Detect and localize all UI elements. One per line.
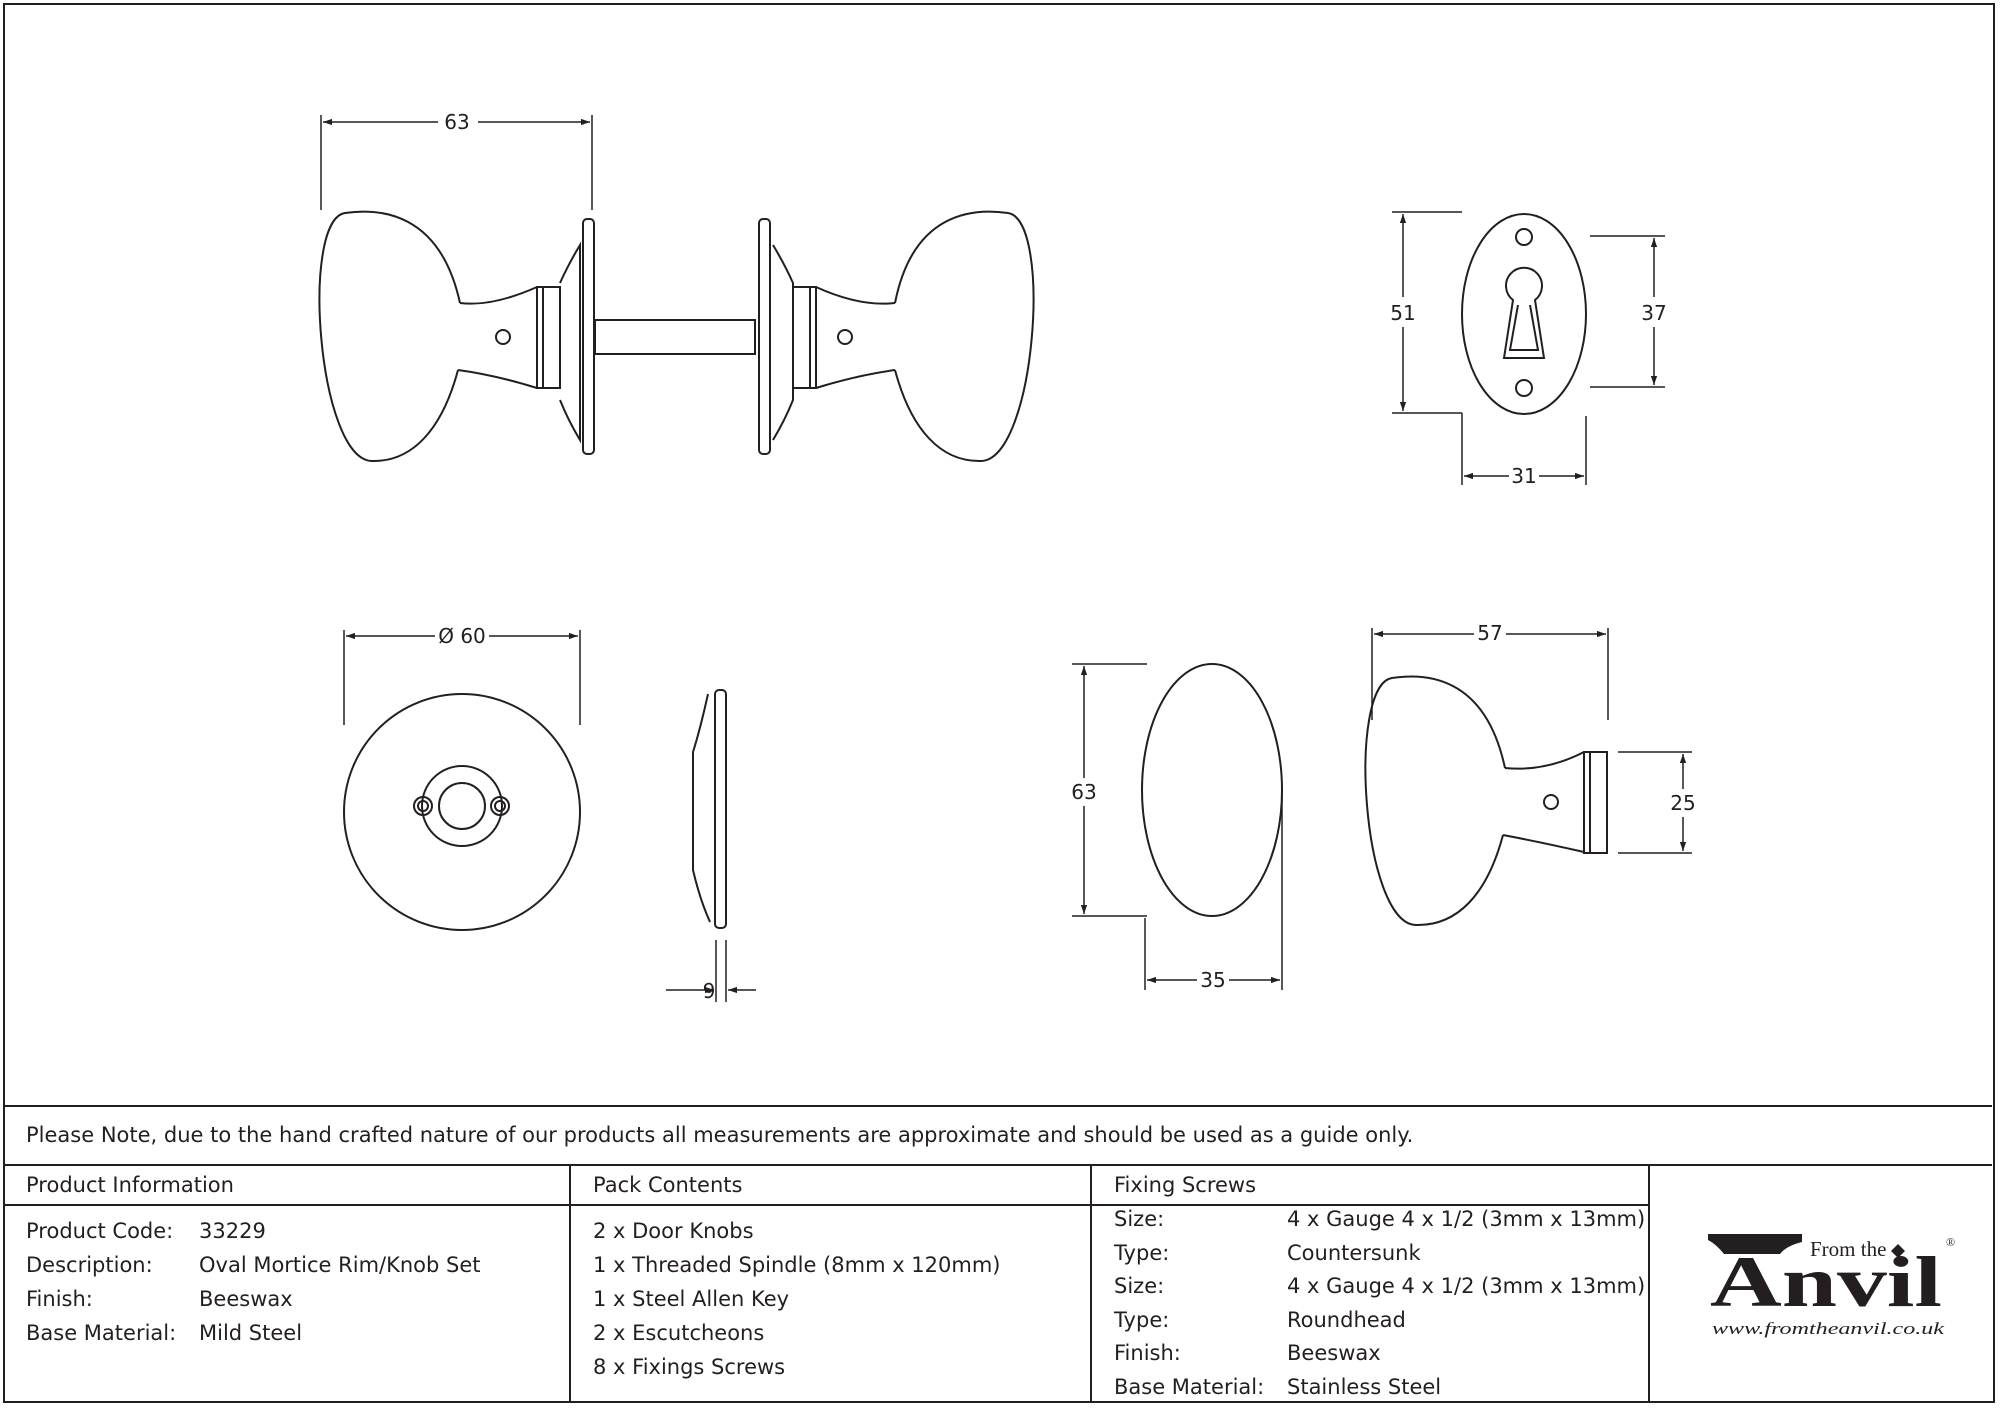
dim-escutcheon-width: 31	[1511, 464, 1536, 488]
info-value: 33229	[199, 1219, 266, 1243]
left-knob-head	[318, 210, 461, 463]
rose-boss	[421, 765, 503, 847]
info-row: Description: Oval Mortice Rim/Knob Set	[26, 1253, 569, 1287]
left-knob-collar	[536, 286, 561, 389]
knob-side-head	[1364, 675, 1506, 927]
screw-label: Type:	[1114, 1240, 1170, 1265]
dim-knob-projection: 57	[1477, 621, 1502, 645]
escutcheon-body	[1461, 213, 1587, 415]
knob-side-neck	[1502, 751, 1585, 853]
logo-diamond-icon	[1891, 1244, 1905, 1258]
screw-row: Base Material: Stainless Steel	[1114, 1375, 1648, 1409]
rose-screw-left	[413, 796, 433, 816]
knob-side-grub-screw	[1543, 794, 1559, 810]
screw-label: Size:	[1114, 1274, 1165, 1298]
screw-label: Size:	[1114, 1207, 1165, 1231]
screw-value: Stainless Steel	[1287, 1374, 1442, 1399]
screw-label: Finish:	[1114, 1341, 1181, 1365]
fixing-screws-panel: Fixing Screws Size: 4 x Gauge 4 x 1/2 (3…	[1092, 1166, 1650, 1403]
anvil-icon	[1708, 1234, 1802, 1254]
info-value: Mild Steel	[199, 1321, 303, 1345]
rose-side-profile	[692, 693, 711, 923]
logo-from-the: From the	[1810, 1237, 1886, 1261]
escutcheon-top-screw	[1515, 228, 1533, 246]
pack-contents-heading: Pack Contents	[571, 1166, 1090, 1206]
rose-spindle-hole	[438, 782, 486, 830]
fixing-screws-heading: Fixing Screws	[1092, 1166, 1648, 1206]
left-grub-screw	[495, 329, 511, 345]
pack-contents-panel: Pack Contents 2 x Door Knobs 1 x Threade…	[571, 1166, 1092, 1403]
right-knob-head	[894, 210, 1035, 463]
logo-registered: ®	[1946, 1235, 1955, 1249]
rose-side-view	[692, 689, 727, 929]
info-value: Oval Mortice Rim/Knob Set	[199, 1253, 481, 1277]
left-rose	[559, 241, 581, 444]
dim-knob-width: 35	[1200, 968, 1225, 992]
dim-rose-depth: 9	[703, 979, 716, 1003]
knob-set-side-view	[318, 210, 1035, 463]
screw-label: Base Material:	[1114, 1374, 1265, 1399]
dimension-labels: 63 51 37 31 Ø 60 9 63 35 57 25	[435, 108, 1699, 1003]
dim-neck-diameter: 25	[1670, 791, 1695, 815]
info-label: Base Material:	[26, 1321, 177, 1345]
dim-knob-height: 63	[1071, 780, 1096, 804]
screw-value: Countersunk	[1287, 1240, 1421, 1265]
escutcheon-front-view	[1461, 213, 1587, 415]
knob-side-view	[1364, 675, 1608, 927]
technical-drawing: 63 51 37 31 Ø 60 9 63 35 57 25	[318, 108, 1699, 1003]
info-label: Product Code:	[26, 1219, 174, 1243]
pack-item: 2 x Escutcheons	[593, 1321, 765, 1345]
rose-side-plate	[714, 689, 727, 929]
dimension-lines	[320, 115, 1692, 1002]
info-row: Product Code: 33229	[26, 1219, 569, 1253]
screw-row: Size: 4 x Gauge 4 x 1/2 (3mm x 13mm)	[1114, 1207, 1648, 1241]
from-the-anvil-logo: From the ® Anvil www.fromtheanvil.co.uk	[1650, 1166, 1993, 1403]
left-knob-neck	[457, 286, 538, 389]
logo-brand: Anvil	[1710, 1242, 1942, 1322]
knob-front-view	[1141, 663, 1283, 917]
knob-side-collar	[1583, 751, 1608, 854]
screw-value: 4 x Gauge 4 x 1/2 (3mm x 13mm)	[1287, 1274, 1646, 1298]
right-rose	[772, 244, 794, 441]
info-row: Finish: Beeswax	[26, 1287, 569, 1321]
right-grub-screw	[837, 329, 853, 345]
info-row: Base Material: Mild Steel	[26, 1321, 569, 1355]
escutcheon-bottom-screw	[1515, 379, 1533, 397]
screw-value: 4 x Gauge 4 x 1/2 (3mm x 13mm)	[1287, 1207, 1646, 1231]
right-knob-collar	[792, 286, 817, 389]
dim-knob-set-length: 63	[444, 110, 469, 134]
measurement-note: Please Note, due to the hand crafted nat…	[4, 1105, 1992, 1166]
screw-value: Beeswax	[1287, 1341, 1381, 1365]
right-knob-neck	[815, 286, 896, 389]
pack-item: 1 x Steel Allen Key	[593, 1287, 790, 1311]
drawing-sheet-border	[3, 3, 1995, 1403]
pack-item: 8 x Fixings Screws	[593, 1355, 786, 1379]
rose-screw-right	[490, 796, 510, 816]
product-information-panel: Product Information Product Code: 33229 …	[4, 1166, 571, 1403]
right-rose-plate	[758, 218, 771, 455]
screw-row: Size: 4 x Gauge 4 x 1/2 (3mm x 13mm)	[1114, 1274, 1648, 1308]
screw-row: Type: Countersunk	[1114, 1241, 1648, 1275]
product-information-heading: Product Information	[4, 1166, 569, 1206]
keyhole	[1502, 266, 1546, 359]
pack-item: 1 x Threaded Spindle (8mm x 120mm)	[593, 1253, 1001, 1277]
logo-url: www.fromtheanvil.co.uk	[1712, 1319, 1945, 1338]
screw-value: Roundhead	[1287, 1307, 1406, 1332]
rose-outer	[343, 693, 581, 931]
rose-front-view	[343, 693, 581, 931]
info-label: Description:	[26, 1253, 153, 1277]
dim-rose-diameter: Ø 60	[438, 624, 486, 648]
spindle	[594, 319, 756, 355]
dim-keyhole-span: 37	[1641, 301, 1666, 325]
dim-escutcheon-height: 51	[1390, 301, 1415, 325]
screw-row: Type: Roundhead	[1114, 1308, 1648, 1342]
info-label: Finish:	[26, 1287, 93, 1311]
pack-item: 2 x Door Knobs	[593, 1219, 754, 1243]
left-rose-plate	[582, 218, 595, 455]
screw-row: Finish: Beeswax	[1114, 1341, 1648, 1375]
screw-label: Type:	[1114, 1307, 1170, 1332]
info-value: Beeswax	[199, 1287, 293, 1311]
